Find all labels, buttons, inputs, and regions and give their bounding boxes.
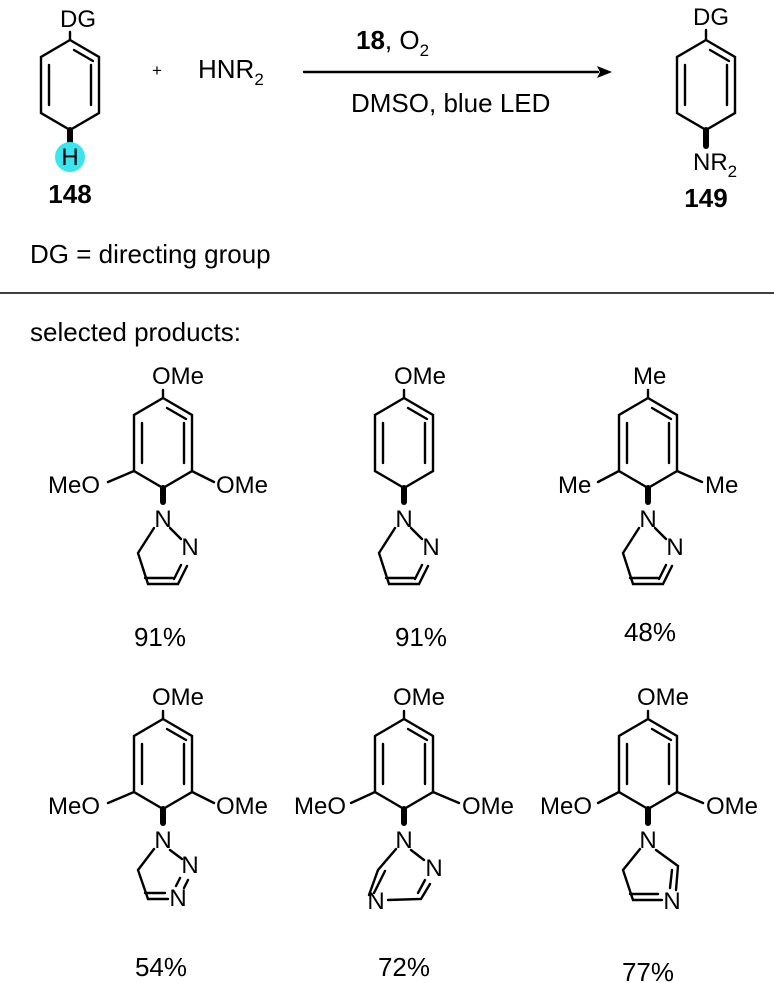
conditions-line-2: DMSO, blue LED [351,88,550,118]
substituent-right: OMe [216,793,268,820]
highlighted-hydrogen [55,142,85,172]
yield-label: 77% [622,957,674,983]
yield-label: 72% [378,952,430,982]
ring-nitrogen-2: N [181,534,198,561]
yield-label: 91% [395,622,447,652]
substituent-top: OMe [152,363,204,390]
ring-nitrogen-1: N [639,827,656,854]
plus-sign: + [152,61,162,80]
compound-label-148: 148 [48,179,91,209]
imidazole-ring [621,847,680,902]
directing-group-label: DG [60,6,96,33]
product-item-2: OMe N N 91% [373,363,447,652]
product-amine-group: NR2 [693,149,737,181]
substituent-top: OMe [637,684,689,711]
compound-label-149: 149 [684,183,727,213]
substituent-right: OMe [462,793,514,820]
product-149: DG NR2 149 [675,4,737,213]
amine-reagent: HNR2 [198,54,264,89]
substituent-right: OMe [216,472,268,499]
yield-label: 48% [624,617,676,647]
substituent-right: Me [705,472,738,499]
pyrazole-ring [621,526,674,586]
ring-nitrogen-3: N [169,885,186,912]
conditions-line-1: 18, O2 [356,25,429,60]
substituent-left: MeO [540,793,592,820]
product-item-1: OMe MeO OMe N N 91% [48,363,268,652]
product-directing-group-label: DG [693,4,729,31]
ring-nitrogen-1: N [639,506,656,533]
pyrazole-ring [136,526,189,586]
ring-nitrogen-1: N [154,827,171,854]
yield-label: 91% [134,622,186,652]
ring-nitrogen-3: N [367,888,384,915]
ring-nitrogen-3: N [663,888,680,915]
ring-nitrogen-2: N [181,852,198,879]
substituent-top: OMe [394,363,446,390]
dg-definition: DG = directing group [30,239,271,269]
ring-nitrogen-2: N [666,534,683,561]
substituent-left: Me [558,472,591,499]
product-item-6: OMe MeO OMe N N 77% [540,684,758,983]
pyrazole-ring [377,526,430,586]
substituent-right: OMe [706,793,758,820]
ring-nitrogen-1: N [395,827,412,854]
substituent-top: Me [633,363,666,390]
yield-label: 54% [135,952,187,982]
substituent-top: OMe [393,684,445,711]
triazole-ring [136,847,190,901]
products-heading: selected products: [30,317,241,347]
reactant-148: DG H 148 [39,6,101,209]
substituent-left: MeO [48,793,100,820]
triazole-ring [367,847,432,902]
hydrogen-atom: H [61,144,78,171]
ring-nitrogen-2: N [422,534,439,561]
substituent-left: MeO [294,793,346,820]
ring-nitrogen-2: N [425,855,442,882]
substituent-top: OMe [152,684,204,711]
product-item-4: OMe MeO OMe N N N 54% [48,684,268,982]
product-item-3: Me Me Me N N 48% [558,363,738,647]
reaction-arrow [302,66,612,78]
ring-nitrogen-1: N [395,506,412,533]
ring-nitrogen-1: N [154,506,171,533]
product-item-5: OMe MeO OMe N N N 72% [294,684,514,982]
substituent-left: MeO [48,472,100,499]
